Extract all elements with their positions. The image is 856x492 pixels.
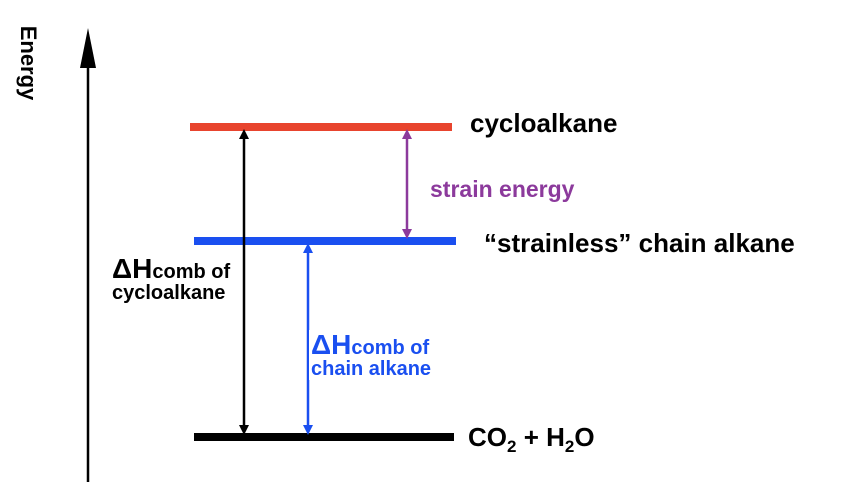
- label-dh-chain-alkane: ΔHcomb of chain alkane: [309, 329, 434, 381]
- label-products: CO2 + H2O: [468, 422, 595, 457]
- axis-label: Energy: [16, 25, 41, 101]
- label-cycloalkane: cycloalkane: [470, 108, 618, 138]
- label-chain-alkane: “strainless” chain alkane: [484, 228, 795, 258]
- energy-axis-arrowhead: [80, 28, 96, 68]
- label-dh-cycloalkane: ΔHcomb of cycloalkane: [110, 253, 233, 305]
- label-strain-energy: strain energy: [430, 176, 575, 202]
